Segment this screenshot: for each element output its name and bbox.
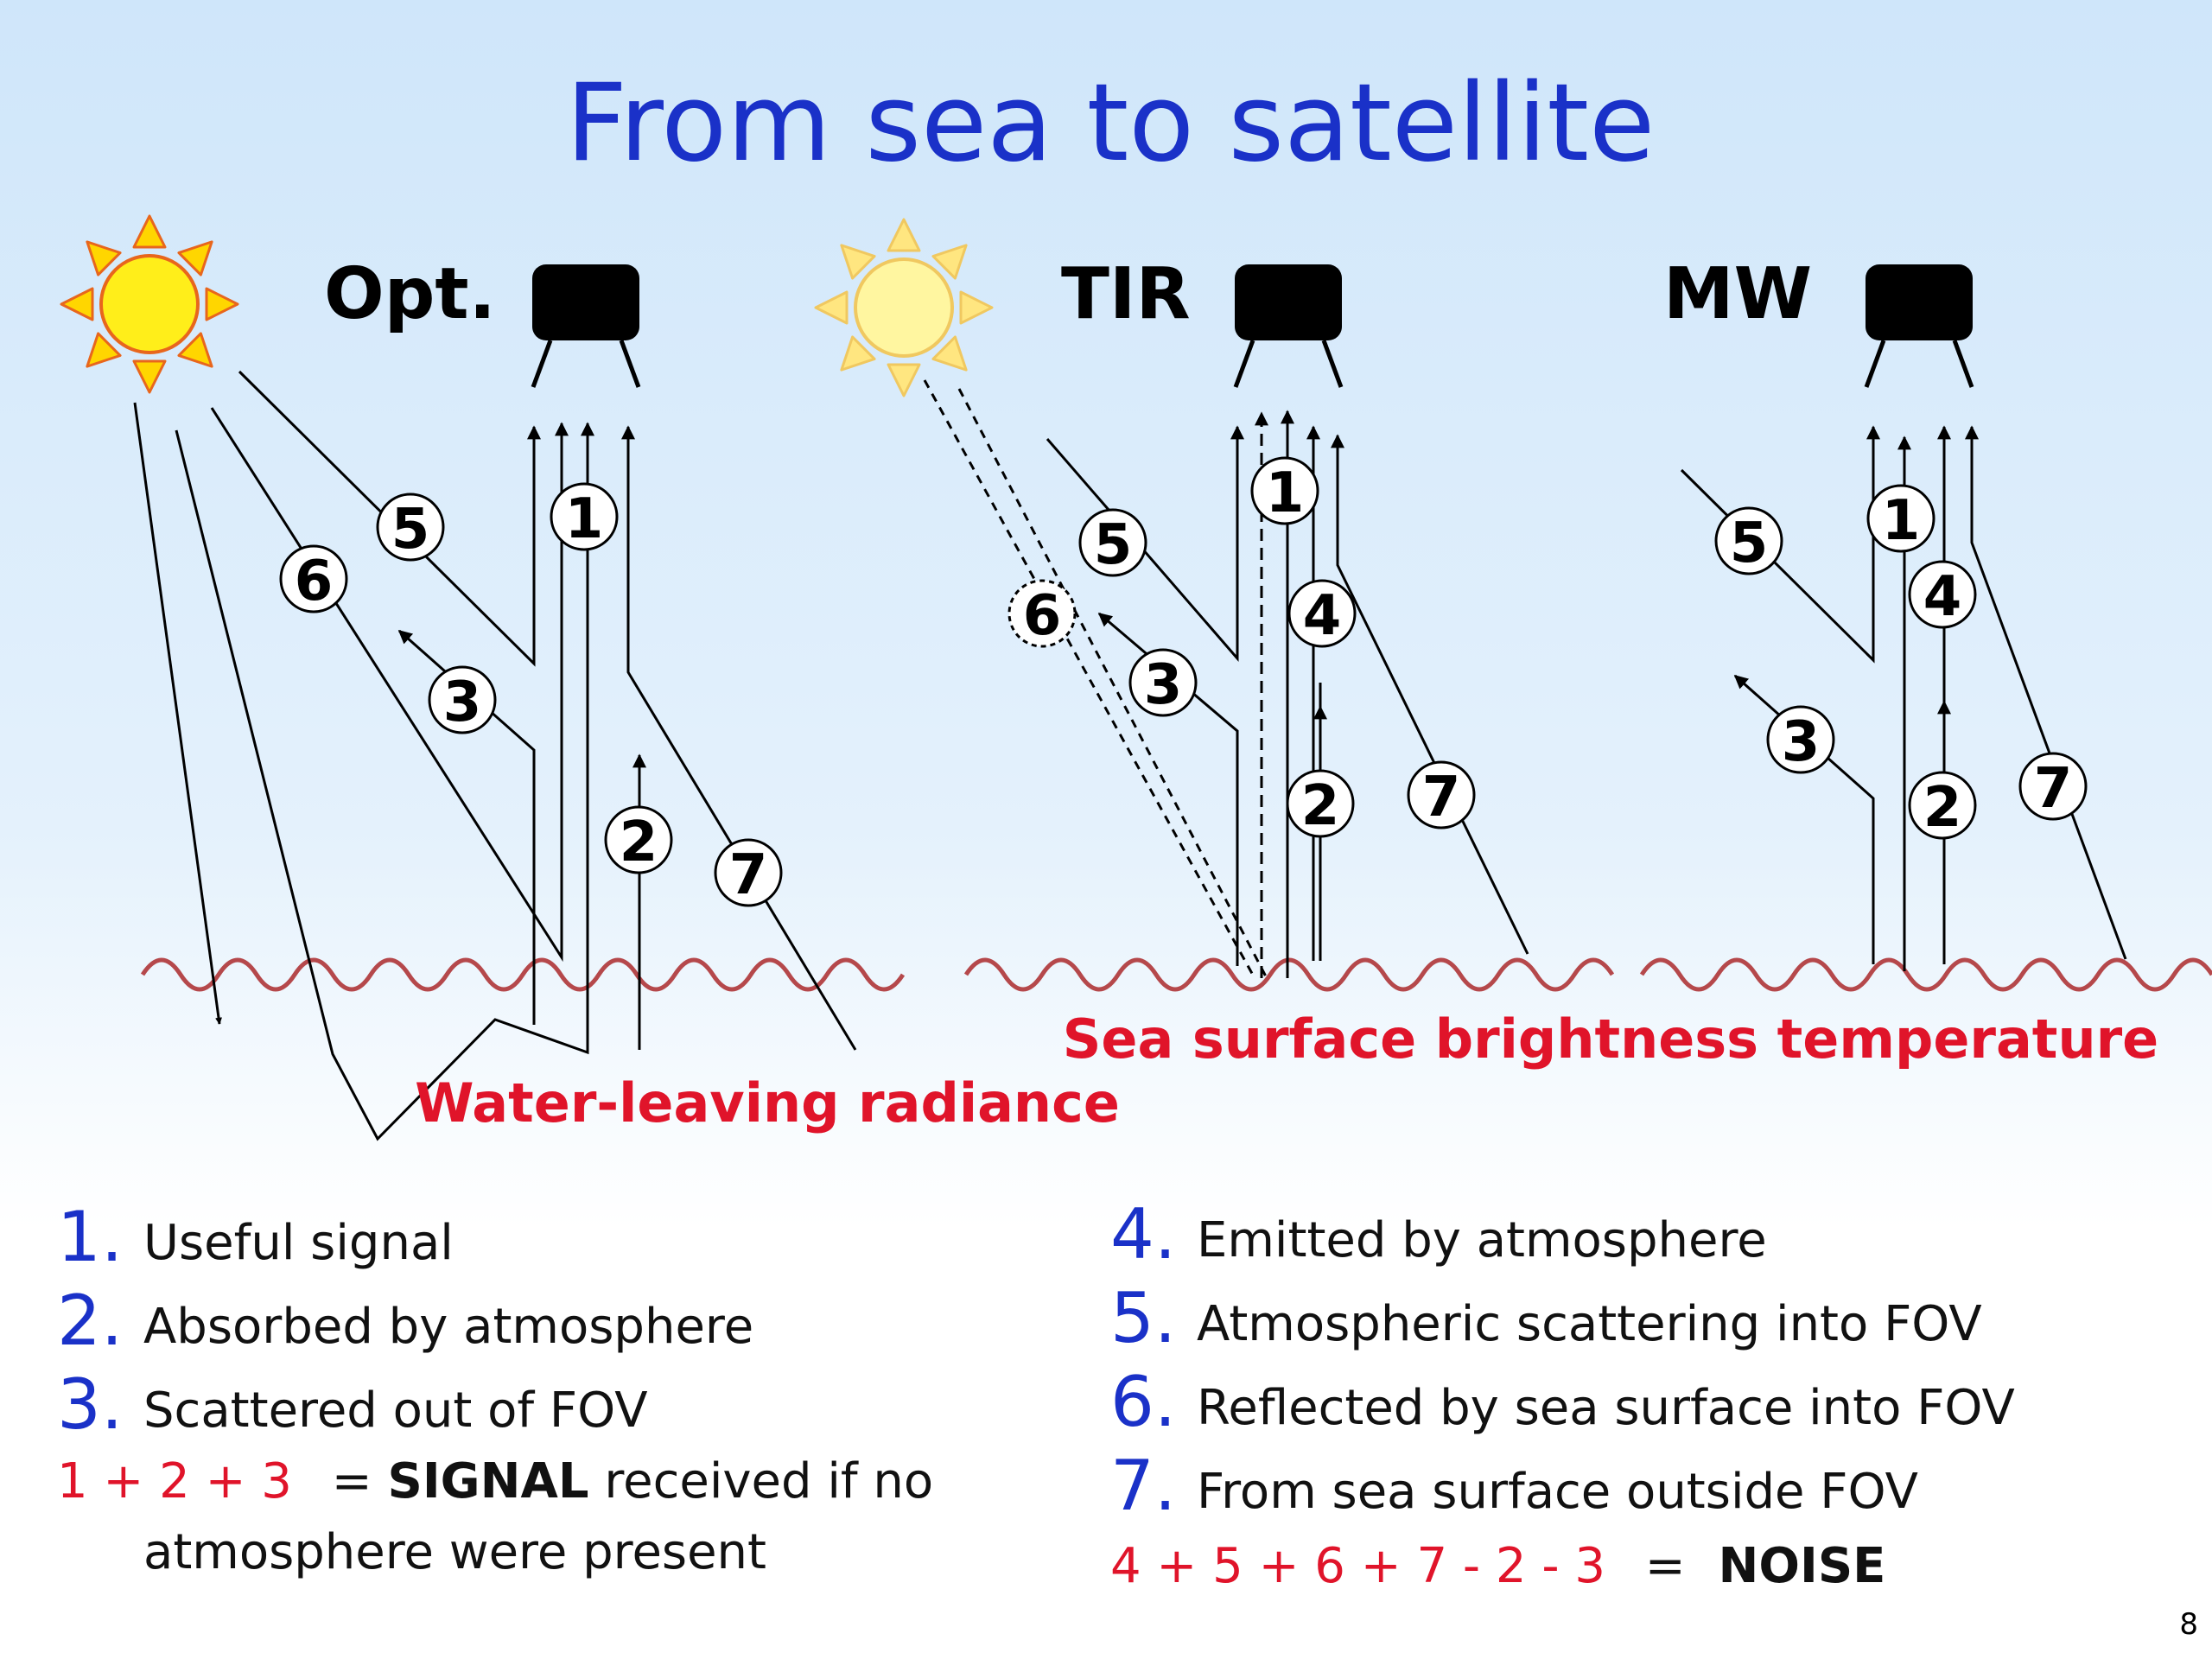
path-label: 3 (428, 665, 497, 734)
path-label: 7 (714, 838, 783, 907)
signal-formula-line2: atmosphere were present (143, 1524, 766, 1580)
path-label: 6 (1007, 579, 1077, 648)
signal-equals: = (331, 1453, 372, 1510)
satellite-icon (1233, 264, 1344, 388)
caption-water-leaving: Water-leaving radiance (415, 1071, 1120, 1135)
legend-item: 7. From sea surface outside FOV (1110, 1444, 2147, 1528)
path-label: 1 (1866, 484, 1936, 553)
legend-text: Emitted by atmosphere (1197, 1212, 1767, 1268)
legend-number: 5. (1110, 1278, 1177, 1358)
opt-paths (133, 370, 857, 1141)
svg-text:3: 3 (443, 671, 482, 734)
legend-item: 6. Reflected by sea surface into FOV (1110, 1360, 2147, 1444)
noise-equals: = (1644, 1538, 1686, 1594)
signal-expression: 1 + 2 + 3 (57, 1453, 292, 1510)
legend-text: Absorbed by atmosphere (143, 1299, 754, 1355)
svg-text:3: 3 (1782, 710, 1821, 774)
noise-formula: 4 + 5 + 6 + 7 - 2 - 3 = NOISE (1110, 1531, 2147, 1602)
legend-right: 4. Emitted by atmosphere 5. Atmospheric … (1110, 1192, 2147, 1602)
legend-number: 7. (1110, 1446, 1177, 1526)
path-label: 3 (1128, 648, 1198, 717)
path-label: 1 (1250, 456, 1319, 525)
legend-text: From sea surface outside FOV (1197, 1464, 1918, 1520)
legend-item: 4. Emitted by atmosphere (1110, 1192, 2147, 1276)
page-number: 8 (2179, 1607, 2198, 1642)
legend-left: 1. Useful signal 2. Absorbed by atmosphe… (57, 1195, 1042, 1588)
caption-brightness-temp: Sea surface brightness temperature (1063, 1007, 2158, 1071)
noise-expression: 4 + 5 + 6 + 7 - 2 - 3 (1110, 1538, 1605, 1594)
legend-number: 3. (57, 1364, 124, 1445)
path-label: 2 (1286, 769, 1355, 838)
legend-text: Reflected by sea surface into FOV (1197, 1380, 2015, 1436)
path-label: 1 (550, 482, 619, 551)
path-label: 5 (1714, 506, 1783, 575)
path-label: 4 (1908, 560, 1977, 629)
legend-item: 3. Scattered out of FOV (57, 1363, 1042, 1446)
legend-text: Atmospheric scattering into FOV (1197, 1296, 1982, 1352)
sun-icon (60, 214, 239, 394)
legend-number: 4. (1110, 1194, 1177, 1274)
path-label: 5 (376, 493, 445, 562)
legend-item: 2. Absorbed by atmosphere (57, 1279, 1042, 1363)
path-label: 7 (1407, 760, 1476, 830)
svg-text:1: 1 (1882, 489, 1921, 553)
svg-text:4: 4 (1303, 584, 1342, 648)
svg-text:7: 7 (1422, 766, 1461, 830)
svg-text:7: 7 (729, 843, 768, 907)
legend-number: 1. (57, 1197, 124, 1277)
svg-text:5: 5 (1094, 513, 1133, 577)
legend-number: 6. (1110, 1362, 1177, 1442)
svg-text:1: 1 (1266, 461, 1305, 525)
sea-surface (140, 957, 2212, 992)
noise-keyword: NOISE (1718, 1538, 1886, 1594)
svg-text:4: 4 (1923, 565, 1962, 629)
path-label: 4 (1287, 579, 1357, 648)
svg-text:3: 3 (1144, 653, 1183, 717)
legend-item: 5. Atmospheric scattering into FOV (1110, 1276, 2147, 1360)
svg-text:2: 2 (1923, 776, 1962, 840)
tir-paths (923, 379, 1529, 979)
legend-item: 1. Useful signal (57, 1195, 1042, 1279)
satellite-icon (531, 264, 641, 388)
svg-text:2: 2 (620, 810, 658, 874)
panel-label-mw: MW (1663, 253, 1812, 335)
path-label: 6 (279, 544, 348, 613)
svg-text:1: 1 (565, 487, 604, 551)
slide-title: From sea to satellite (566, 61, 1656, 186)
svg-text:5: 5 (391, 498, 430, 562)
sun-dim-icon (814, 218, 994, 397)
path-label: 3 (1766, 705, 1835, 774)
svg-text:7: 7 (2034, 757, 2073, 821)
svg-text:6: 6 (1023, 584, 1062, 648)
legend-text: Scattered out of FOV (143, 1382, 648, 1439)
legend-text: Useful signal (143, 1215, 454, 1271)
svg-text:5: 5 (1730, 512, 1769, 575)
satellite-icon (1864, 264, 1974, 388)
svg-text:6: 6 (295, 550, 334, 613)
panel-label-opt: Opt. (324, 253, 496, 335)
signal-rest: received if no (604, 1453, 934, 1510)
path-label: 2 (1908, 771, 1977, 840)
path-label: 7 (2018, 752, 2088, 821)
signal-keyword: SIGNAL (387, 1453, 589, 1510)
svg-text:2: 2 (1301, 774, 1340, 838)
signal-formula: 1 + 2 + 3 = SIGNAL received if no (57, 1446, 1042, 1517)
panel-label-tir: TIR (1061, 253, 1191, 335)
path-label: 2 (604, 805, 673, 874)
path-label: 5 (1078, 508, 1147, 577)
legend-number: 2. (57, 1281, 124, 1361)
